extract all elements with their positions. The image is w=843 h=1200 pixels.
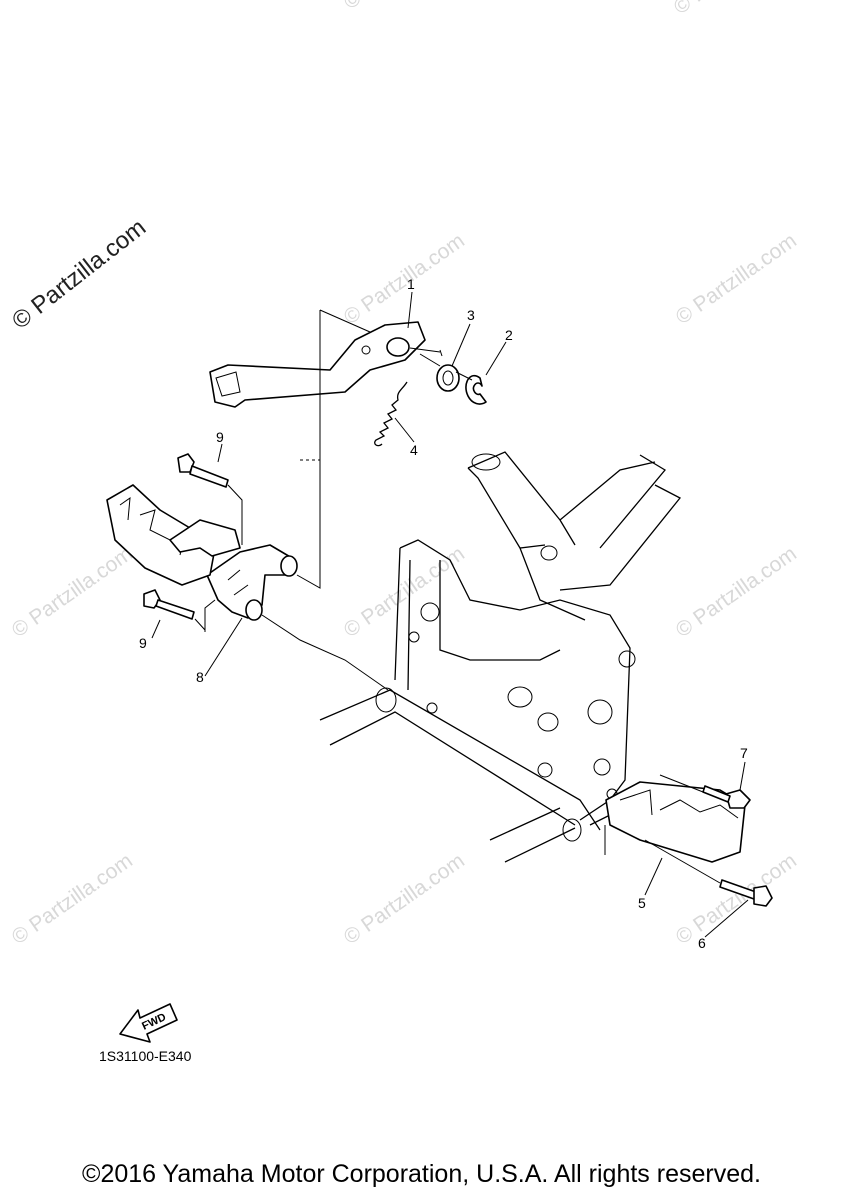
callout-4: 4 xyxy=(410,442,418,458)
callout-9-lower: 9 xyxy=(139,635,147,651)
frame-outline xyxy=(319,451,682,863)
watermark-text: © Partzilla.com xyxy=(672,849,801,949)
callout-3: 3 xyxy=(467,307,475,323)
part-9-bolt-lower xyxy=(143,589,195,620)
watermark-text: © Partzilla.com xyxy=(8,849,137,949)
diagram-code: 1S31100-E340 xyxy=(99,1048,192,1064)
part-3-washer xyxy=(436,364,460,392)
watermark-text: © Partzilla.com xyxy=(340,542,469,642)
callout-5: 5 xyxy=(638,895,646,911)
callout-8: 8 xyxy=(196,669,204,685)
watermark-text: © Partzilla.com xyxy=(670,0,799,19)
callout-1: 1 xyxy=(407,276,415,292)
part-9-bolt-upper xyxy=(177,453,229,488)
assembly-lines xyxy=(194,309,721,884)
callout-6: 6 xyxy=(698,935,706,951)
copyright-notice: ©2016 Yamaha Motor Corporation, U.S.A. A… xyxy=(82,1160,761,1188)
watermark-text: © Partzilla.com xyxy=(340,0,469,14)
part-4-spring xyxy=(374,381,408,447)
watermark-text: © Partzilla.com xyxy=(672,229,801,329)
callout-9-upper: 9 xyxy=(216,429,224,445)
callout-7: 7 xyxy=(740,745,748,761)
fwd-arrow: FWD xyxy=(119,1003,178,1043)
part-8-footrest-bracket xyxy=(206,544,298,621)
watermark-text: © Partzilla.com xyxy=(672,542,801,642)
callout-numbers: 1 3 2 4 9 9 8 7 5 6 xyxy=(139,276,748,951)
callout-leaders xyxy=(151,291,749,938)
watermark-main: © Partzilla.com xyxy=(7,214,151,335)
part-6-bolt xyxy=(719,879,773,907)
watermark-text: © Partzilla.com xyxy=(340,849,469,949)
part-7-bolt xyxy=(702,785,751,809)
part-2-circlip xyxy=(465,374,487,405)
callout-2: 2 xyxy=(505,327,513,343)
watermark-text: © Partzilla.com xyxy=(340,229,469,329)
watermark-text: © Partzilla.com xyxy=(8,542,137,642)
part-5-right-footpeg xyxy=(605,781,746,863)
left-footpeg xyxy=(106,484,241,586)
part-1-brake-pedal xyxy=(209,321,443,408)
